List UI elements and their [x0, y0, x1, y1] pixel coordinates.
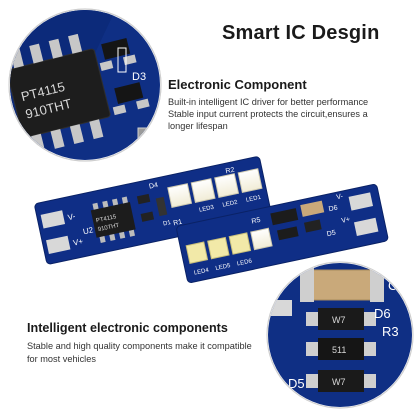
- label-d1: D1: [163, 220, 172, 228]
- page-title: Smart IC Desgin: [222, 22, 380, 44]
- feature-heading-intelligent-components: Intelligent electronic components: [27, 321, 228, 335]
- label-vminus-left: V-: [67, 212, 77, 222]
- zoom-mark-w7-top: W7: [332, 315, 346, 325]
- zoom-label-d5: D5: [288, 376, 305, 391]
- zoom-label-c1: C1: [388, 278, 405, 293]
- pcb-board-led: LED4 LED5 LED6 R5 D5 D6 V- V+: [176, 184, 389, 283]
- zoom-circle-ic: PT4115 910THT D3: [8, 8, 162, 162]
- label-led4: LED4: [194, 267, 211, 276]
- label-led2: LED2: [222, 200, 239, 209]
- zoom-mark-511: 511: [332, 345, 346, 355]
- board-ic-mark-1: PT4115: [96, 214, 118, 224]
- zoom-label-r3: R3: [382, 324, 399, 339]
- description-line: Stable and high quality components make …: [27, 341, 252, 351]
- board-ic-mark-2: 910THT: [97, 223, 120, 233]
- label-r5: R5: [251, 217, 261, 226]
- label-led1: LED1: [246, 195, 263, 204]
- description-line: Stable input current protects the circui…: [168, 109, 368, 120]
- zoom-circle-components: C1 W7 D6 511 R3 W7 D5: [266, 261, 414, 409]
- feature-heading-electronic-component: Electronic Component: [168, 77, 307, 92]
- description-line: Built-in intelligent IC driver for bette…: [168, 97, 369, 107]
- feature-description-electronic-component: Built-in intelligent IC driver for bette…: [168, 96, 412, 133]
- label-led6: LED6: [237, 258, 254, 267]
- feature-description-intelligent-components: Stable and high quality components make …: [27, 340, 297, 365]
- label-led5: LED5: [215, 263, 232, 272]
- label-d4: D4: [149, 182, 159, 191]
- label-d6: D6: [328, 204, 338, 213]
- zoom-mark-w7-bottom: W7: [332, 377, 346, 387]
- label-vminus-right: V-: [336, 193, 345, 201]
- label-led3: LED3: [199, 205, 216, 214]
- label-vplus-right: V+: [341, 216, 351, 225]
- label-d5: D5: [326, 229, 336, 238]
- pcb-board-driver: V- V+ U2 PT4115 910THT D4 R1 R2 LED3 LED…: [34, 156, 272, 265]
- description-line: for most vehicles: [27, 353, 96, 364]
- zoom-label-d6: D6: [374, 306, 391, 321]
- label-d3: D3: [132, 71, 146, 83]
- label-u2: U2: [82, 225, 94, 236]
- label-r2: R2: [225, 167, 235, 176]
- description-line: longer lifespan: [168, 121, 228, 132]
- label-r1: R1: [173, 219, 183, 228]
- label-vplus-left: V+: [72, 237, 84, 248]
